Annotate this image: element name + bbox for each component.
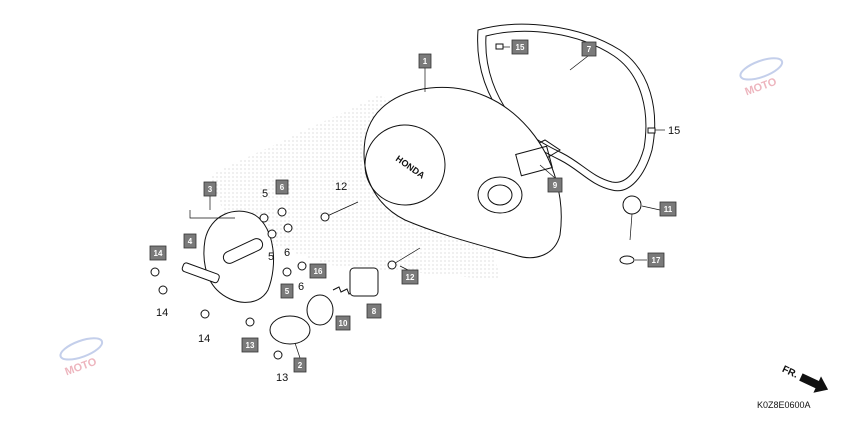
callout-2: 2 [293,357,307,373]
callout-14: 14 [149,245,167,261]
screw-14-a [150,267,160,277]
plain-13-b: 13 [276,372,288,384]
bolt-13-a [245,317,255,327]
svg-text:2: 2 [298,361,303,370]
dipstick-o-ring [619,255,635,265]
callout-11: 11 [659,201,677,217]
callout-16: 16 [309,263,327,279]
leader-7 [569,55,589,71]
svg-text:17: 17 [652,256,661,265]
washer-5-c [282,267,292,277]
svg-text:9: 9 [553,181,558,190]
leader-9 [539,164,556,179]
callout-8: 8 [366,303,382,319]
bolt-12-upper [324,201,359,218]
plain-6-a: 6 [284,247,290,259]
plain-14-a: 14 [156,307,168,319]
watermark-logo-bottom: MOTO [59,337,104,378]
small-cover [269,315,311,345]
svg-text:FR.: FR. [780,364,799,381]
svg-text:3: 3 [208,185,213,194]
washer-5-a [259,213,269,223]
svg-text:6: 6 [280,183,285,192]
callout-15: 15 [511,39,529,55]
svg-text:12: 12 [406,273,415,282]
cover-emblem [364,124,446,206]
callout-9: 9 [547,177,563,193]
leader-12b [399,265,409,271]
svg-text:7: 7 [587,45,592,54]
callout-4: 4 [183,233,197,249]
svg-text:5: 5 [285,287,290,296]
nut-6-c [297,261,307,271]
callout-3: 3 [203,181,217,197]
callout-10: 10 [335,315,351,331]
front-arrow-icon [799,373,829,393]
callout-7: 7 [581,41,597,57]
svg-text:13: 13 [246,341,255,350]
plate-slot [222,238,264,264]
diagram-code: K0Z8E0600A [757,400,811,410]
bolt-12-lower [391,247,421,266]
dowel-15-a [495,43,504,50]
cover-window [477,176,523,214]
screw-14-c [200,309,210,319]
plain-15-b: 15 [668,125,680,137]
svg-text:4: 4 [188,237,193,246]
window-seal [515,145,553,177]
leader-3 [189,196,235,219]
leader-11 [641,205,661,211]
bolt-13-b [273,350,283,360]
callout-12: 12 [401,269,419,285]
screw-14-b [158,285,168,295]
svg-text:8: 8 [372,307,377,316]
svg-text:14: 14 [154,249,163,258]
svg-text:11: 11 [664,205,673,214]
callout-17: 17 [647,252,665,268]
plain-14-b: 14 [198,333,210,345]
watermark-logo-top: MOTO [739,57,784,98]
callout-5: 5 [280,283,294,299]
leader-2 [294,342,301,359]
svg-text:1: 1 [423,57,428,66]
plain-5-a: 5 [262,188,268,200]
cover-window-inner [487,184,513,206]
nut-6-b [283,223,293,233]
plain-12-a: 12 [335,181,347,193]
callout-6: 6 [275,179,289,195]
svg-text:10: 10 [339,319,348,328]
o-ring [306,294,334,326]
front-direction-indicator: FR. [780,364,829,393]
dipstick-cap [622,195,642,215]
dowel-15-b [647,127,656,134]
bolt-12-lower-head [387,260,397,270]
plain-5-b: 5 [268,251,274,263]
nut-6-a [277,207,287,217]
plain-6-b: 6 [298,281,304,293]
cover-body [363,86,562,259]
bolt-12-upper-head [320,212,330,222]
callout-1: 1 [418,53,432,69]
dipstick-stem [629,213,633,241]
svg-text:15: 15 [516,43,525,52]
emblem-strip [181,262,220,284]
washer-5-b [267,229,277,239]
svg-text:16: 16 [314,267,323,276]
oil-filter [349,267,379,297]
outer-plate [203,210,275,303]
callout-13: 13 [241,337,259,353]
